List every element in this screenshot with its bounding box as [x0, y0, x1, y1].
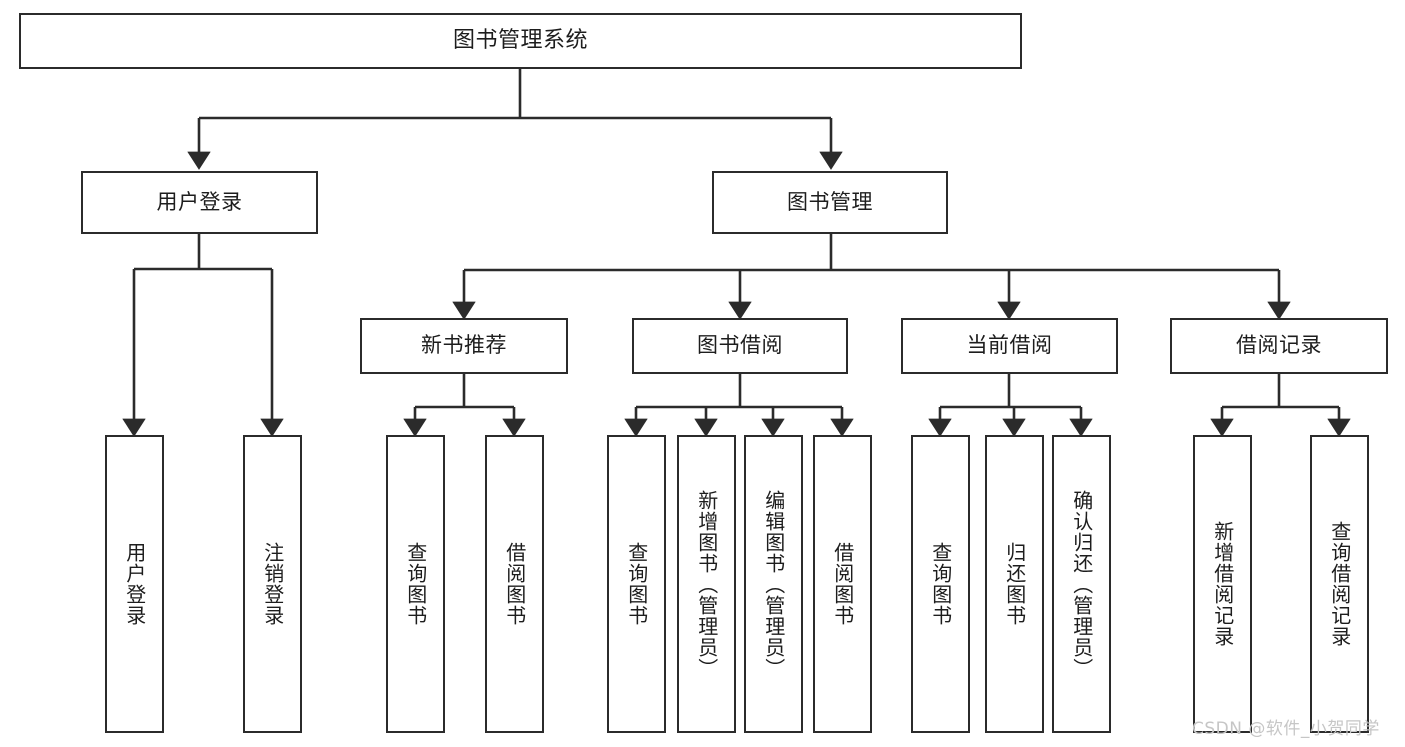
- node-label: 确认归还（管理员）: [1069, 489, 1094, 679]
- leaf-leaf-confirm-return[interactable]: 确认归还（管理员）: [1052, 435, 1111, 733]
- node-label: 借阅记录: [1236, 333, 1322, 358]
- node-label: 图书管理系统: [452, 27, 588, 53]
- node-label: 用户登录: [156, 189, 243, 214]
- node-label: 当前借阅: [966, 333, 1053, 358]
- leaf-leaf-borrow-book-2[interactable]: 借阅图书: [813, 435, 872, 733]
- node-label: 编辑图书（管理员）: [761, 489, 786, 679]
- node-borrow-record[interactable]: 借阅记录: [1170, 318, 1388, 374]
- node-label: 借阅图书: [830, 542, 855, 626]
- leaf-leaf-user-logout[interactable]: 注销登录: [243, 435, 302, 733]
- node-label: 查询借阅记录: [1327, 521, 1352, 647]
- node-current-borrow[interactable]: 当前借阅: [901, 318, 1118, 374]
- node-new-book-rec[interactable]: 新书推荐: [360, 318, 568, 374]
- node-root[interactable]: 图书管理系统: [19, 13, 1022, 69]
- node-user-login[interactable]: 用户登录: [81, 171, 318, 234]
- leaf-leaf-return-book[interactable]: 归还图书: [985, 435, 1044, 733]
- node-label: 用户登录: [122, 542, 147, 626]
- node-book-manage[interactable]: 图书管理: [712, 171, 948, 234]
- leaf-leaf-add-record[interactable]: 新增借阅记录: [1193, 435, 1252, 733]
- leaf-leaf-user-login[interactable]: 用户登录: [105, 435, 164, 733]
- leaf-leaf-query-book-1[interactable]: 查询图书: [386, 435, 445, 733]
- node-book-borrow[interactable]: 图书借阅: [632, 318, 848, 374]
- leaf-leaf-edit-book[interactable]: 编辑图书（管理员）: [744, 435, 803, 733]
- node-label: 查询图书: [624, 542, 649, 626]
- node-label: 新书推荐: [421, 333, 507, 358]
- node-label: 查询图书: [403, 542, 428, 626]
- leaf-leaf-add-book[interactable]: 新增图书（管理员）: [677, 435, 736, 733]
- node-label: 图书管理: [787, 189, 873, 214]
- node-label: 查询图书: [928, 542, 953, 626]
- leaf-leaf-query-book-3[interactable]: 查询图书: [911, 435, 970, 733]
- node-label: 借阅图书: [502, 542, 527, 626]
- leaf-leaf-query-record[interactable]: 查询借阅记录: [1310, 435, 1369, 733]
- node-label: 新增借阅记录: [1210, 521, 1235, 647]
- leaf-leaf-borrow-book-1[interactable]: 借阅图书: [485, 435, 544, 733]
- node-label: 归还图书: [1002, 542, 1027, 626]
- node-label: 新增图书（管理员）: [694, 489, 719, 679]
- csdn-watermark: CSDN @软件_小贺同学: [1192, 719, 1380, 739]
- node-label: 图书借阅: [697, 333, 783, 358]
- leaf-leaf-query-book-2[interactable]: 查询图书: [607, 435, 666, 733]
- node-label: 注销登录: [260, 542, 285, 626]
